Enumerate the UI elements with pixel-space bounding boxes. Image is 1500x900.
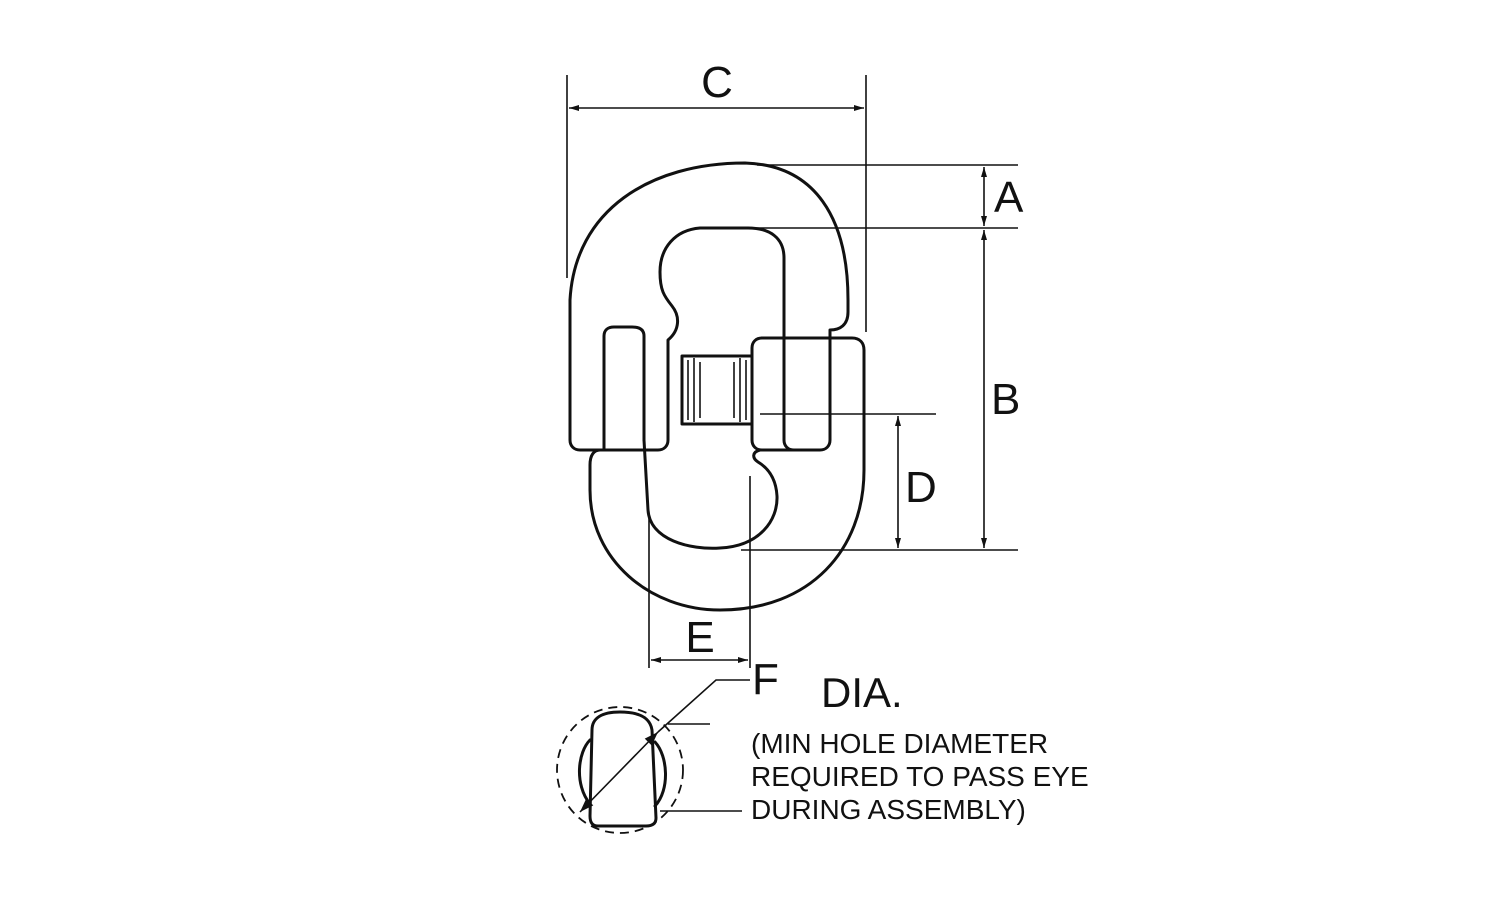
label-dia: DIA. [821,669,903,716]
upper-link-left-prong [602,325,646,442]
dimension-f-leader [657,679,750,733]
eye-cross-section [588,710,658,828]
note-line: (MIN HOLE DIAMETER [751,728,1048,759]
label-c: C [701,58,733,107]
dimension-b [741,230,1018,551]
label-a: A [994,173,1024,222]
note-line: REQUIRED TO PASS EYE [751,761,1089,792]
eye-section-left-arc [577,738,592,806]
label-f: F [752,655,779,704]
lower-link-inner [642,438,802,550]
assembly-note: (MIN HOLE DIAMETER REQUIRED TO PASS EYE … [751,728,1089,825]
connecting-pin [680,354,754,426]
label-d: D [905,463,937,512]
dimension-a [747,164,1018,229]
note-line: DURING ASSEMBLY) [751,794,1026,825]
min-hole-circle [556,706,684,834]
dimension-d [760,413,936,548]
label-e: E [685,613,714,662]
dimension-e [648,476,751,668]
dimension-c [566,75,867,332]
eye-section-right-arc [653,740,667,808]
upper-link-outline [568,161,850,452]
lower-link-outline [588,336,866,612]
label-b: B [991,375,1020,424]
pin-shading [687,358,747,422]
dimension-f-arrow [579,731,659,813]
